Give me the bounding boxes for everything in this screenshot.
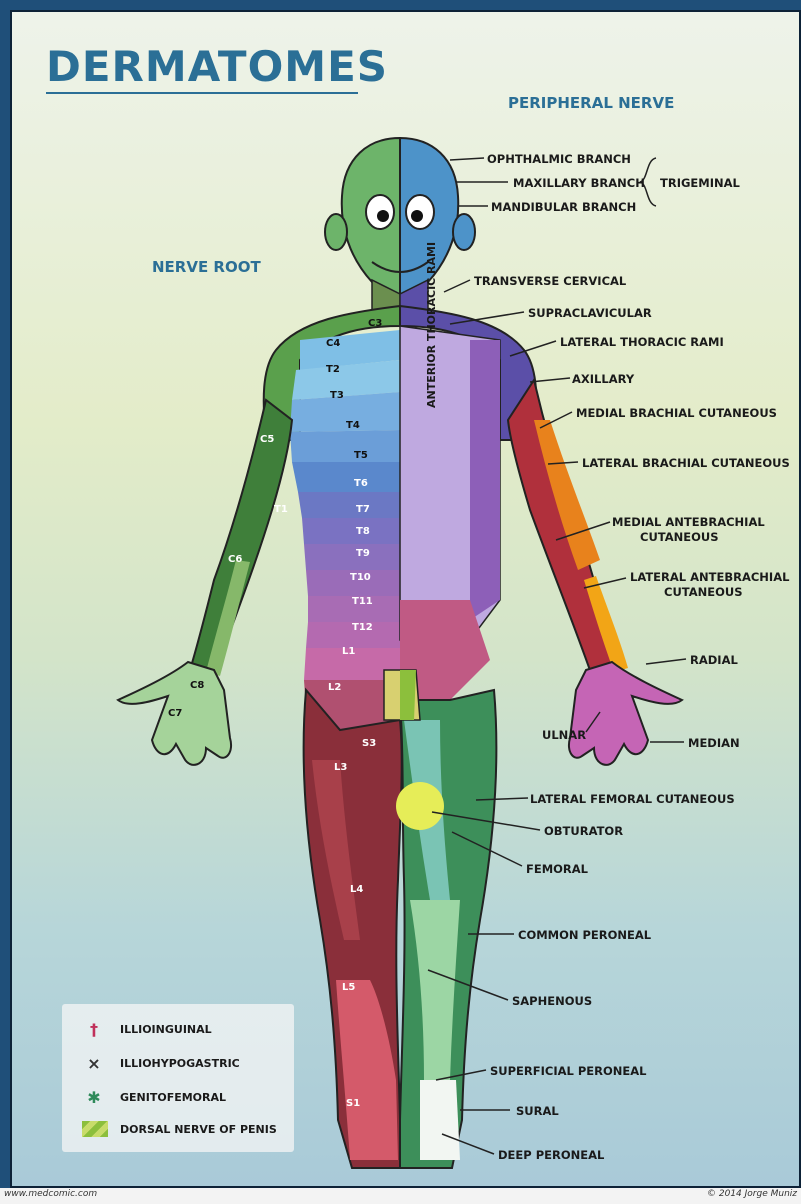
root-c7: C7: [168, 708, 182, 719]
nerve-root-header: NERVE ROOT: [152, 258, 261, 276]
label-ophthalmic: OPHTHALMIC BRANCH: [487, 152, 631, 166]
swatch-icon: [82, 1121, 108, 1137]
label-saphenous: SAPHENOUS: [512, 994, 592, 1008]
legend-label: GENITOFEMORAL: [120, 1091, 226, 1104]
label-medial-antebrachial-cutaneous: CUTANEOUS: [640, 530, 719, 544]
root-s3: S3: [362, 738, 376, 749]
cross-icon: ×: [82, 1054, 106, 1073]
label-supraclavicular: SUPRACLAVICULAR: [528, 306, 652, 320]
footer-website: www.medcomic.com: [4, 1189, 97, 1199]
label-superficial-peroneal: SUPERFICIAL PERONEAL: [490, 1064, 646, 1078]
peripheral-nerve-header: PERIPHERAL NERVE: [508, 94, 674, 112]
arm-left: [190, 400, 292, 676]
label-lateral-brachial-cutaneous: LATERAL BRACHIAL CUTANEOUS: [582, 456, 790, 470]
label-obturator: OBTURATOR: [544, 824, 623, 838]
root-s1: S1: [346, 1098, 360, 1109]
label-axillary: AXILLARY: [572, 372, 634, 386]
legend-label: ILLIOINGUINAL: [120, 1023, 212, 1036]
root-l4: L4: [350, 884, 363, 895]
arm-right: [508, 380, 616, 676]
title-underline: [46, 92, 358, 94]
legend-label: ILLIOHYPOGASTRIC: [120, 1057, 240, 1070]
ear-right: [453, 214, 475, 250]
legend: † ILLIOINGUINAL × ILLIOHYPOGASTRIC ✱ GEN…: [62, 1004, 294, 1152]
label-lateral-thoracic-rami: LATERAL THORACIC RAMI: [560, 335, 724, 349]
root-c8: C8: [190, 680, 204, 691]
legend-label: DORSAL NERVE OF PENIS: [120, 1123, 277, 1136]
asterisk-icon: ✱: [82, 1088, 106, 1107]
root-t10: T10: [350, 572, 371, 583]
root-c3: C3: [368, 318, 382, 329]
root-t5: T5: [354, 450, 368, 461]
label-femoral: FEMORAL: [526, 862, 588, 876]
root-t2: T2: [326, 364, 340, 375]
label-lateral-femoral-cutaneous: LATERAL FEMORAL CUTANEOUS: [530, 792, 735, 806]
label-medial-antebrachial: MEDIAL ANTEBRACHIAL: [612, 515, 765, 529]
root-l5: L5: [342, 982, 355, 993]
root-c5: C5: [260, 434, 274, 445]
poster-title: DERMATOMES: [46, 42, 388, 91]
root-l1: L1: [342, 646, 355, 657]
root-c4: C4: [326, 338, 340, 349]
label-ulnar: ULNAR: [542, 728, 586, 742]
root-t7: T7: [356, 504, 370, 515]
ear-left: [325, 214, 347, 250]
label-maxillary: MAXILLARY BRANCH: [513, 176, 645, 190]
footer-bar: www.medcomic.com © 2014 Jorge Muniz: [0, 1188, 801, 1204]
label-lateral-antebrachial: LATERAL ANTEBRACHIAL: [630, 570, 789, 584]
hand-right: [569, 662, 682, 765]
root-l3: L3: [334, 762, 347, 773]
root-t3: T3: [330, 390, 344, 401]
label-medial-brachial-cutaneous: MEDIAL BRACHIAL CUTANEOUS: [576, 406, 777, 420]
label-lateral-antebrachial-cutaneous: CUTANEOUS: [664, 585, 743, 599]
label-median: MEDIAN: [688, 736, 740, 750]
root-l2: L2: [328, 682, 341, 693]
root-t1: T1: [274, 504, 288, 515]
label-common-peroneal: COMMON PERONEAL: [518, 928, 651, 942]
root-t6: T6: [354, 478, 368, 489]
label-transverse-cervical: TRANSVERSE CERVICAL: [474, 274, 626, 288]
root-t11: T11: [352, 596, 373, 607]
label-radial: RADIAL: [690, 653, 738, 667]
root-c6: C6: [228, 554, 242, 565]
dagger-icon: †: [82, 1020, 106, 1039]
label-sural: SURAL: [516, 1104, 559, 1118]
label-mandibular: MANDIBULAR BRANCH: [491, 200, 636, 214]
root-t9: T9: [356, 548, 370, 559]
root-t12: T12: [352, 622, 373, 633]
root-t8: T8: [356, 526, 370, 537]
footer-copyright: © 2014 Jorge Muniz: [707, 1189, 797, 1199]
label-trigeminal: TRIGEMINAL: [660, 176, 740, 190]
label-deep-peroneal: DEEP PERONEAL: [498, 1148, 604, 1162]
root-t4: T4: [346, 420, 360, 431]
